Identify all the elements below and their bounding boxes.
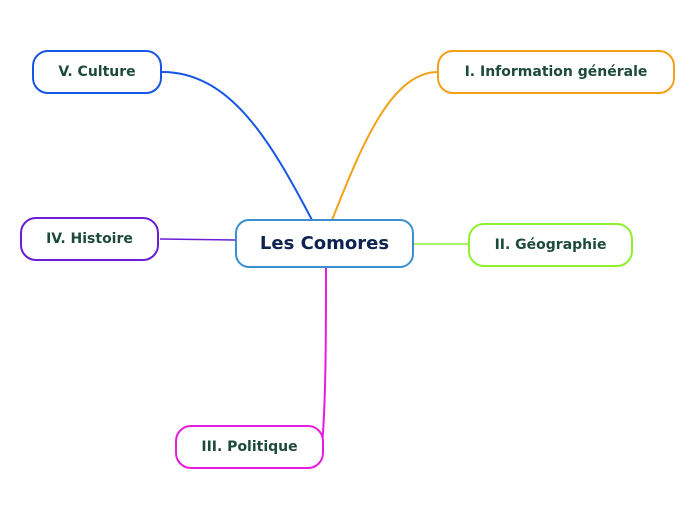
node-culture[interactable]: V. Culture xyxy=(32,50,162,94)
node-politique-label: III. Politique xyxy=(201,439,298,455)
node-politique[interactable]: III. Politique xyxy=(175,425,324,469)
node-histoire-label: IV. Histoire xyxy=(46,231,133,247)
connector-culture xyxy=(161,71,313,221)
node-information-generale-label: I. Information générale xyxy=(464,64,648,80)
node-information-generale[interactable]: I. Information générale xyxy=(437,50,675,94)
node-culture-label: V. Culture xyxy=(58,64,136,80)
node-geographie[interactable]: II. Géographie xyxy=(468,223,633,267)
node-les-comores[interactable]: Les Comores xyxy=(235,219,414,268)
connector-information xyxy=(331,71,439,221)
node-histoire[interactable]: IV. Histoire xyxy=(20,217,159,261)
connector-histoire xyxy=(159,238,237,241)
node-les-comores-label: Les Comores xyxy=(259,233,390,254)
connector-politique xyxy=(321,265,327,447)
node-geographie-label: II. Géographie xyxy=(494,237,607,253)
